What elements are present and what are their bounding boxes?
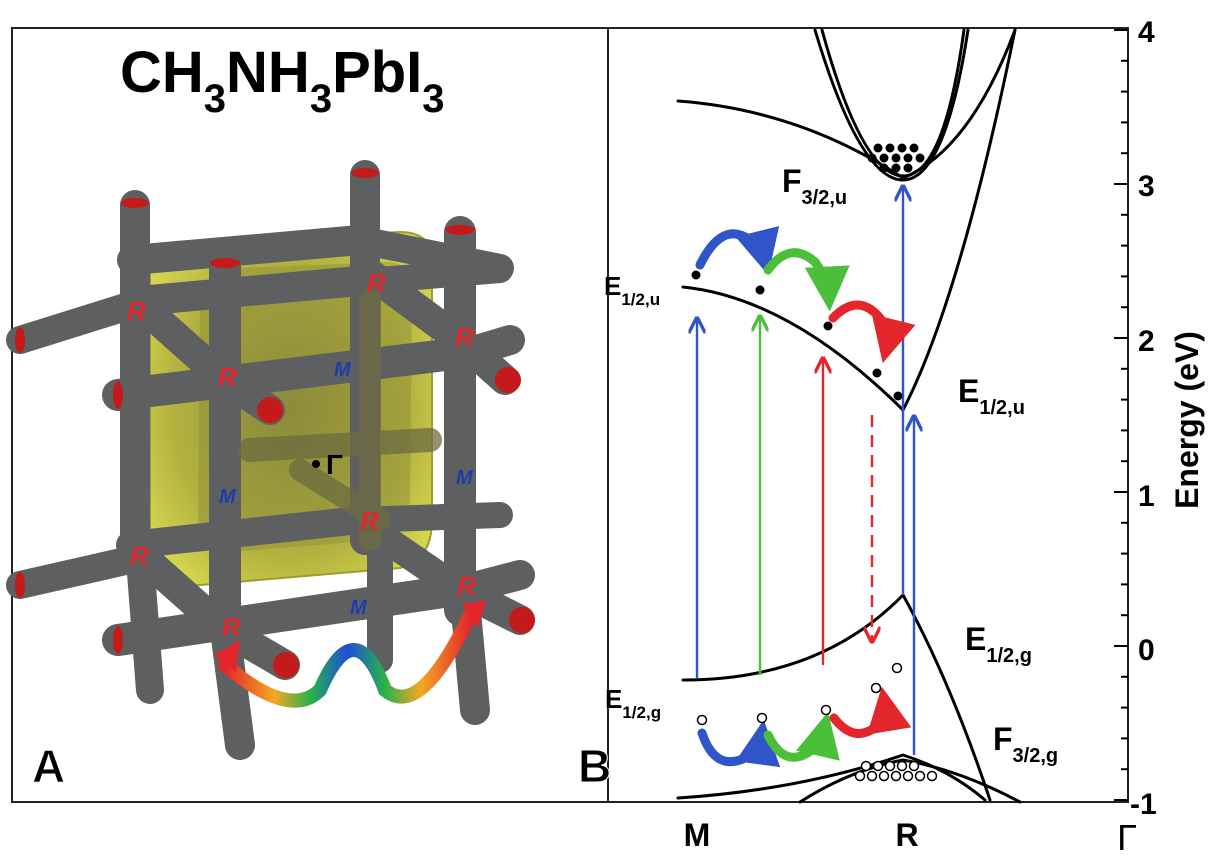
gamma-point — [312, 460, 320, 468]
r-label: R — [222, 612, 241, 642]
tube-ends — [15, 168, 535, 678]
r-label: R — [360, 506, 379, 536]
y-tick-label: 4 — [1138, 16, 1155, 49]
label-e12g-left: E1/2,g — [605, 684, 661, 722]
panel-b-frame — [607, 27, 1129, 803]
hop-arc-blue-lower — [697, 719, 781, 768]
inner-tubes — [238, 289, 442, 551]
y-tick-label: -1 — [1130, 788, 1157, 821]
y-tick-label: 0 — [1138, 634, 1155, 667]
hop-arc-green-lower — [763, 711, 840, 762]
band-e12u — [681, 285, 905, 412]
x-tick-label: R — [895, 817, 918, 853]
formula-subscript: 3 — [422, 77, 444, 121]
r-label: R — [130, 541, 149, 571]
band-curves — [676, 28, 1022, 804]
r-label: R — [127, 296, 146, 326]
panel-a-label: A — [32, 740, 65, 792]
formula-subscript: 3 — [310, 77, 332, 121]
label-f32g: F3/2,g — [993, 721, 1058, 767]
formula-part: PbI — [332, 40, 422, 105]
panel-a: R R R R R R R R M M M M Γ CH3NH3PbI3 A — [6, 27, 609, 803]
m-label: M — [350, 597, 368, 619]
y-axis — [1114, 29, 1128, 801]
transitions — [697, 188, 914, 755]
y-tick-label: 3 — [1138, 170, 1155, 203]
hop-arc-red-lower — [829, 686, 912, 738]
r-label: R — [218, 362, 237, 392]
band-e12g — [681, 593, 905, 682]
y-tick-label: 2 — [1138, 325, 1155, 358]
x-tick-label: Γ — [1117, 817, 1137, 857]
hop-arc-green-upper — [763, 248, 850, 312]
r-label: R — [367, 268, 386, 298]
band-cb-steep — [901, 28, 1017, 180]
y-axis-title: Energy (eV) — [1169, 331, 1205, 509]
holes — [696, 662, 938, 782]
label-f32u: F3/2,u — [782, 163, 847, 209]
band-labels: F3/2,u E1/2,u E1/2,u E1/2,g E1/2,g F3/2,… — [604, 163, 1058, 767]
band-cb-valley-inner — [820, 28, 966, 178]
y-tick-labels: 4 3 2 1 0 -1 — [1130, 16, 1157, 821]
band-e12u-right — [901, 28, 1017, 412]
formula-subscript: 3 — [204, 77, 226, 121]
y-tick-label: 1 — [1138, 480, 1155, 513]
gamma-label: Γ — [326, 449, 343, 480]
hopping-path — [218, 608, 477, 708]
hop-arc-blue-upper — [695, 225, 780, 276]
formula-part: NH — [226, 40, 310, 105]
r-point-labels: R R R R R R R R — [127, 268, 476, 642]
hop-arcs-lower — [697, 686, 912, 768]
label-e12u-left: E1/2,u — [604, 271, 660, 309]
m-point-labels: M M M M — [219, 359, 474, 619]
r-label: R — [455, 322, 474, 352]
band-cb-valley — [813, 28, 970, 182]
panel-b-label: B — [578, 740, 611, 792]
label-e12g-right: E1/2,g — [965, 621, 1032, 667]
hop-arrowhead-left — [214, 640, 240, 672]
label-e12u-right: E1/2,u — [958, 373, 1025, 419]
hop-arrowhead-right — [462, 600, 486, 628]
formula-part: CH — [120, 40, 204, 105]
x-tick-label: M — [684, 817, 711, 853]
hop-arc-red-upper — [828, 300, 916, 364]
electrons — [691, 143, 925, 401]
band-f32g-inner — [798, 758, 1022, 804]
m-label: M — [456, 467, 474, 489]
m-label: M — [219, 486, 237, 508]
m-label: M — [334, 359, 352, 381]
panel-b: F3/2,u E1/2,u E1/2,u E1/2,g E1/2,g F3/2,… — [578, 16, 1206, 857]
formula-title: CH3NH3PbI3 — [120, 40, 445, 121]
r-label: R — [457, 571, 476, 601]
hop-arcs-upper — [695, 225, 916, 364]
x-tick-labels: M R Γ — [684, 817, 1137, 857]
